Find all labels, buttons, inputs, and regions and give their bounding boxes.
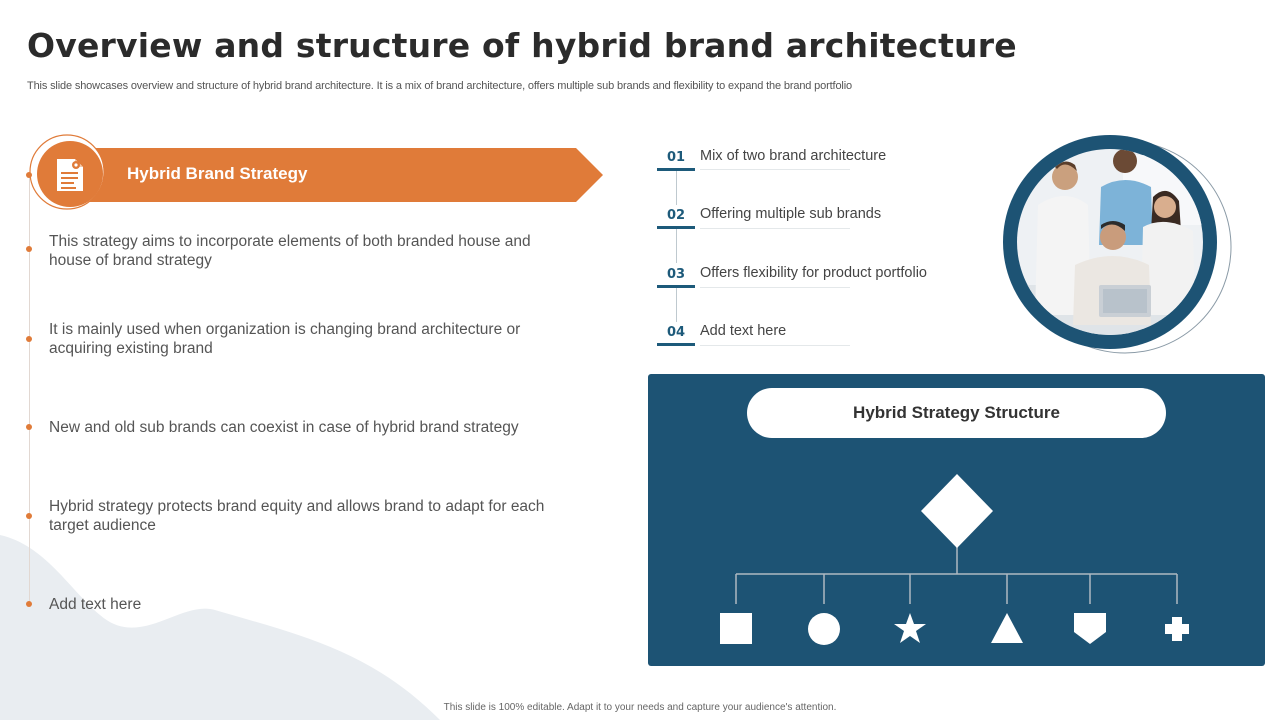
feature-number: 01: [666, 150, 686, 165]
shield-shape: [1074, 613, 1106, 644]
number-underline: [657, 343, 695, 346]
feature-divider: [700, 287, 850, 288]
strategy-point: New and old sub brands can coexist in ca…: [49, 419, 519, 436]
bullet-dot: [26, 172, 32, 178]
square-shape: [720, 613, 752, 644]
bullet-dot: [26, 336, 32, 342]
star-shape: [894, 613, 926, 643]
structure-tree: [720, 474, 1189, 645]
strategy-banner: [29, 134, 603, 210]
bullet-dot: [26, 513, 32, 519]
feature-divider: [700, 169, 850, 170]
strategy-heading: Hybrid Brand Strategy: [127, 164, 308, 183]
strategy-point: It is mainly used when organization is c…: [49, 321, 521, 357]
triangle-shape: [991, 613, 1023, 643]
number-underline: [657, 285, 695, 288]
strategy-point: Add text here: [49, 596, 142, 613]
feature-text: Offering multiple sub brands: [700, 206, 882, 222]
bullet-dot: [26, 424, 32, 430]
bullet-dot: [26, 601, 32, 607]
feature-text: Mix of two brand architecture: [700, 148, 887, 164]
number-underline: [657, 226, 695, 229]
feature-divider: [700, 228, 850, 229]
timeline-line: [29, 175, 30, 605]
circle-shape: [808, 613, 840, 645]
strategy-point: Hybrid strategy protects brand equity an…: [49, 498, 545, 534]
feature-text: Offers flexibility for product portfolio: [700, 265, 927, 281]
diamond-shape: [921, 474, 993, 548]
number-connector: [676, 229, 677, 263]
page-subtitle: This slide showcases overview and struct…: [27, 80, 852, 92]
structure-title-pill: Hybrid Strategy Structure: [747, 388, 1166, 438]
feature-number: 02: [666, 208, 686, 223]
document-icon: [57, 159, 83, 191]
bullet-dot: [26, 246, 32, 252]
team-photo: [1003, 135, 1232, 354]
feature-divider: [700, 345, 850, 346]
footer-note: This slide is 100% editable. Adapt it to…: [443, 702, 837, 713]
page-title: Overview and structure of hybrid brand a…: [27, 26, 1017, 65]
feature-number: 04: [666, 325, 686, 340]
structure-title: Hybrid Strategy Structure: [853, 403, 1060, 422]
number-connector: [676, 288, 677, 322]
number-connector: [676, 171, 677, 205]
strategy-point: This strategy aims to incorporate elemen…: [49, 233, 531, 269]
feature-number: 03: [666, 267, 686, 282]
number-underline: [657, 168, 695, 171]
plus-shape: [1165, 617, 1189, 641]
feature-text: Add text here: [700, 323, 787, 339]
